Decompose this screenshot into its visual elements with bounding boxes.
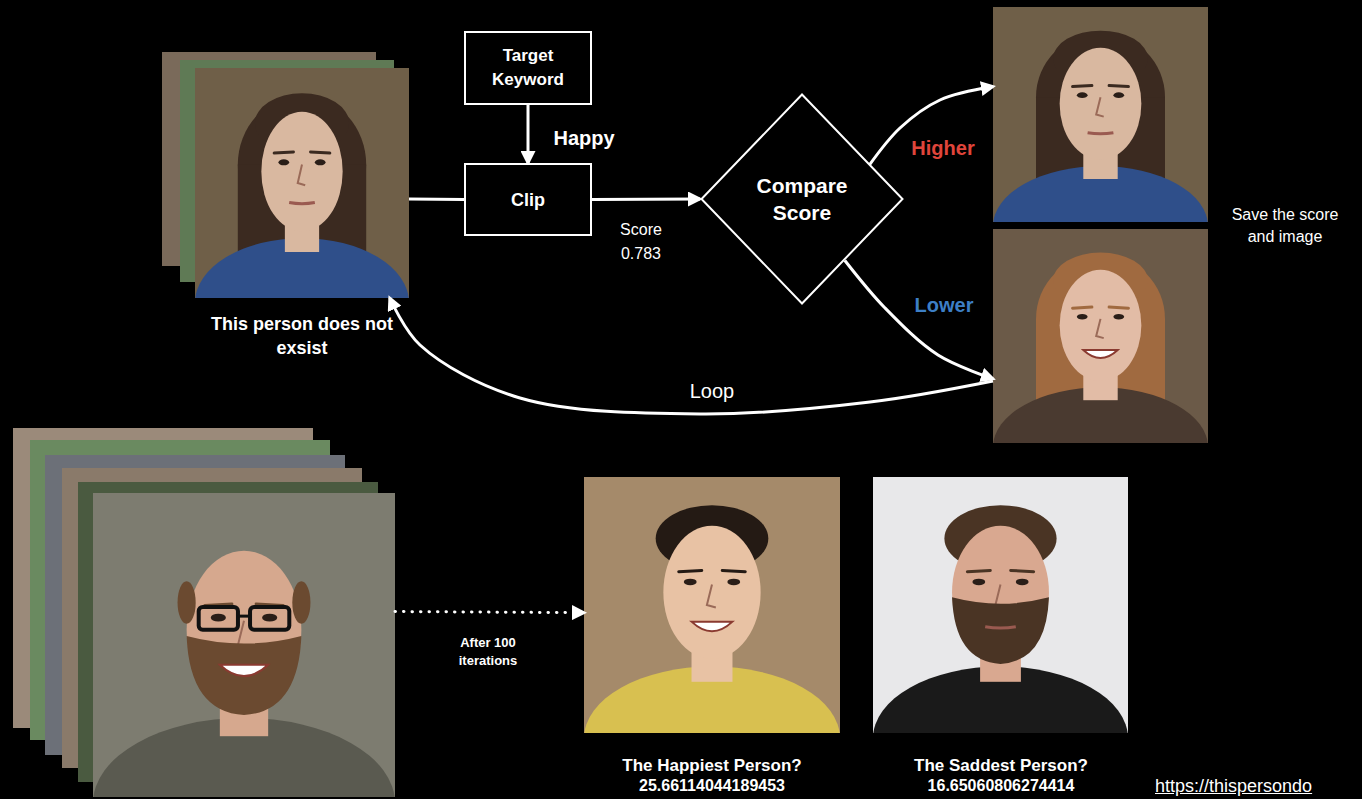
photo-part bbox=[220, 665, 268, 676]
keyword-box: Target Keyword bbox=[464, 31, 592, 105]
connector-arrow bbox=[592, 198, 700, 202]
connector-arrow bbox=[845, 260, 993, 378]
connector-arrow bbox=[390, 298, 993, 414]
edge-label: Lower bbox=[912, 293, 977, 318]
photo-part bbox=[985, 627, 1016, 628]
photo-part bbox=[679, 570, 702, 571]
photo-part bbox=[707, 585, 716, 608]
node-label: Compare Score bbox=[747, 172, 857, 226]
photo-part bbox=[972, 579, 985, 586]
photo-part bbox=[663, 526, 760, 659]
photo-part bbox=[278, 159, 289, 165]
photo-part bbox=[199, 607, 238, 630]
photo-part bbox=[238, 615, 250, 618]
photo-part bbox=[211, 614, 226, 622]
photo-caption: 25.66114044189453 bbox=[572, 776, 852, 795]
photo-part bbox=[1083, 350, 1117, 358]
edge-label: Higher bbox=[908, 136, 977, 161]
node-label: Clip bbox=[511, 188, 545, 212]
photo-part bbox=[315, 159, 326, 165]
connector-arrow bbox=[395, 612, 584, 613]
photo-caption: 16.65060806274414 bbox=[861, 776, 1141, 795]
photo-node: The Happiest Person?25.66114044189453 bbox=[584, 477, 840, 733]
connector-arrow bbox=[869, 87, 993, 166]
photo-part bbox=[274, 152, 293, 153]
photo-part bbox=[684, 579, 697, 586]
photo-part bbox=[952, 597, 1049, 664]
photo-part bbox=[1113, 314, 1124, 320]
diamond-outline bbox=[700, 93, 904, 305]
photo-part bbox=[1109, 85, 1128, 86]
face-photo bbox=[993, 7, 1208, 222]
face-photo bbox=[195, 68, 409, 298]
photo-part bbox=[1060, 270, 1142, 381]
photo-part bbox=[967, 570, 990, 571]
photo-caption: The Saddest Person? bbox=[861, 756, 1141, 775]
face-photo bbox=[584, 477, 840, 733]
photo-part bbox=[178, 581, 196, 624]
edge-label: Score 0.783 bbox=[608, 217, 674, 267]
node-label: Target Keyword bbox=[478, 44, 578, 92]
connector-arrow bbox=[409, 198, 464, 201]
source-url: https://thispersondo bbox=[1155, 776, 1312, 797]
photo-part bbox=[1073, 307, 1092, 308]
face-photo bbox=[93, 493, 395, 797]
connector-arrow bbox=[527, 105, 530, 163]
photo-node bbox=[93, 493, 395, 797]
photo-part bbox=[1096, 319, 1104, 338]
photo-part bbox=[722, 570, 745, 571]
face-photo bbox=[993, 229, 1208, 443]
edge-label: Loop bbox=[687, 379, 738, 404]
diamond-shape bbox=[702, 95, 903, 304]
photo-part bbox=[1011, 570, 1034, 571]
photo-part bbox=[298, 165, 305, 186]
photo-part bbox=[261, 112, 342, 232]
photo-part bbox=[250, 607, 289, 630]
photo-node: The Saddest Person?16.65060806274414 bbox=[873, 477, 1128, 733]
face-photo bbox=[873, 477, 1128, 733]
edge-label: Happy bbox=[550, 126, 617, 151]
photo-part bbox=[1016, 579, 1029, 586]
photo-part bbox=[727, 579, 740, 586]
photo-caption: This person does not exsist bbox=[207, 312, 397, 360]
photo-part bbox=[187, 636, 302, 715]
photo-part bbox=[1096, 97, 1104, 116]
photo-part bbox=[1073, 85, 1092, 86]
photo-part bbox=[1088, 133, 1114, 134]
photo-node: This person does not exsist bbox=[195, 68, 409, 298]
photo-caption: Save the score and image bbox=[1220, 204, 1350, 248]
edge-label: After 100 iterations bbox=[445, 633, 531, 671]
photo-part bbox=[262, 614, 277, 622]
photo-node: Save the score and image bbox=[993, 7, 1208, 222]
photo-part bbox=[289, 203, 315, 204]
photo-part bbox=[1113, 92, 1124, 98]
process-box: Clip bbox=[464, 163, 592, 236]
photo-part bbox=[1109, 307, 1128, 308]
photo-part bbox=[1060, 48, 1142, 160]
photo-part bbox=[1077, 314, 1088, 320]
photo-part bbox=[311, 152, 330, 153]
decision-diamond: Compare Score bbox=[700, 93, 904, 305]
photo-part bbox=[692, 622, 733, 632]
photo-node bbox=[993, 229, 1208, 443]
photo-part bbox=[292, 581, 310, 624]
photo-part bbox=[1077, 92, 1088, 98]
photo-caption: The Happiest Person? bbox=[572, 756, 852, 775]
